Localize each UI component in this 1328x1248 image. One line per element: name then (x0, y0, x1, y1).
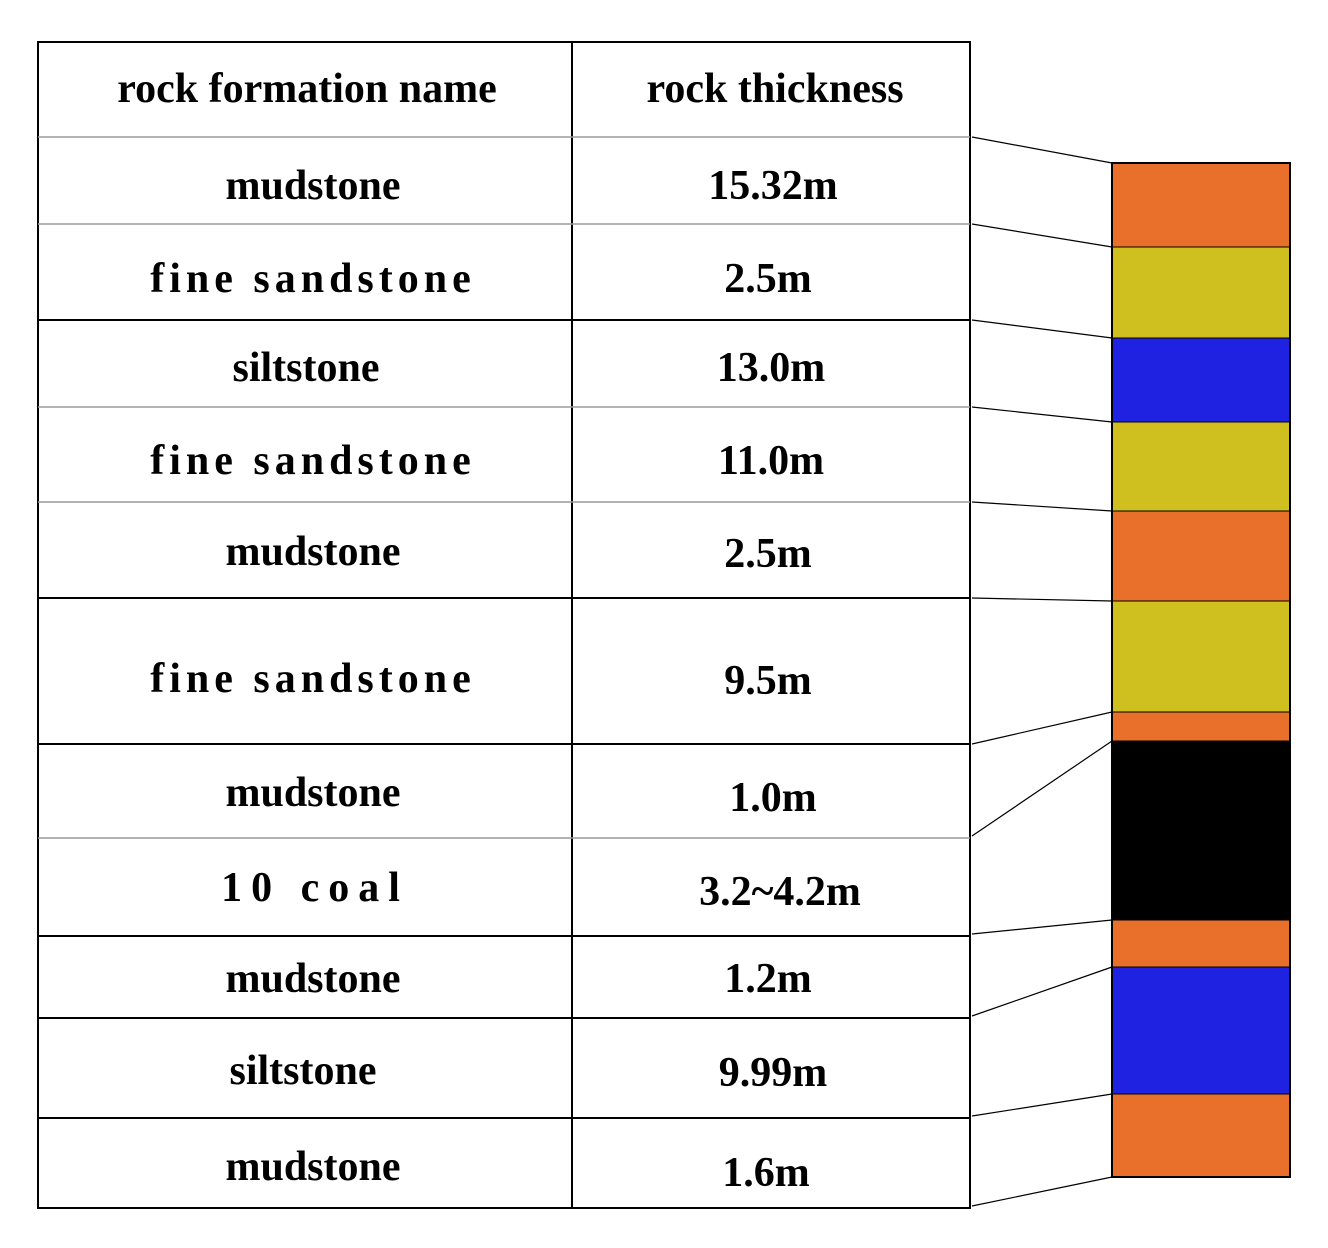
row-8-thickness: 3.2~4.2m (699, 869, 861, 915)
connector-line (971, 406, 1113, 423)
table-header: rock formation name rock thickness (117, 66, 903, 112)
connector-line (971, 919, 1113, 935)
connector-line (971, 597, 1113, 602)
connector-line (971, 223, 1113, 248)
row-3-name: siltstone (233, 345, 380, 391)
column-layer-mudstone (1112, 511, 1290, 601)
column-border (1111, 162, 1291, 1178)
column-layer-fine-sandstone (1112, 422, 1290, 511)
row-5-thickness: 2.5m (724, 531, 812, 577)
column-layer-fine-sandstone (1112, 247, 1290, 338)
table-row: fine sandstone 9.5m (150, 656, 812, 704)
row-9-thickness: 1.2m (724, 956, 812, 1002)
header-rock-formation-name: rock formation name (117, 66, 497, 112)
row-10-name: siltstone (230, 1048, 377, 1094)
column-layer-mudstone (1112, 163, 1290, 247)
stratigraphic-column (1111, 162, 1291, 1178)
row-10-thickness: 9.99m (719, 1050, 828, 1096)
table-row: mudstone 15.32m (225, 163, 837, 209)
column-layer-fine-sandstone (1112, 601, 1290, 712)
column-layer-10-coal (1112, 741, 1290, 920)
connector-line (971, 319, 1113, 339)
connector-line (971, 1176, 1113, 1207)
header-rock-thickness: rock thickness (646, 66, 903, 112)
row-5-name: mudstone (225, 529, 400, 575)
connector-lines (971, 136, 1113, 1207)
table-row: mudstone 2.5m (225, 529, 811, 577)
row-6-name: fine sandstone (150, 656, 476, 702)
table-border (37, 41, 971, 1209)
row-9-name: mudstone (225, 956, 400, 1002)
row-8-name: 10 coal (221, 865, 409, 911)
table-row: siltstone 13.0m (233, 345, 826, 391)
table-row: mudstone 1.2m (225, 956, 811, 1002)
table-row: fine sandstone 2.5m (150, 256, 812, 302)
row-1-thickness: 15.32m (708, 163, 838, 209)
column-layer-siltstone (1112, 967, 1290, 1094)
row-4-name: fine sandstone (150, 438, 476, 484)
column-layer-mudstone (1112, 1094, 1290, 1177)
row-7-name: mudstone (225, 770, 400, 816)
column-layer-mudstone (1112, 712, 1290, 741)
table-row: mudstone 1.0m (225, 770, 816, 821)
table-row: fine sandstone 11.0m (150, 438, 824, 484)
table-row: siltstone 9.99m (230, 1048, 828, 1096)
connector-line (971, 740, 1113, 837)
row-11-thickness: 1.6m (722, 1150, 810, 1196)
row-11-name: mudstone (225, 1144, 400, 1190)
row-4-thickness: 11.0m (718, 438, 824, 484)
row-3-thickness: 13.0m (717, 345, 826, 391)
row-2-name: fine sandstone (150, 256, 476, 302)
row-6-thickness: 9.5m (724, 658, 812, 704)
connector-line (971, 711, 1113, 745)
table-row: mudstone 1.6m (225, 1144, 809, 1196)
row-2-thickness: 2.5m (724, 256, 812, 302)
table-grid (37, 41, 971, 1209)
connector-line (971, 136, 1113, 164)
column-layer-mudstone (1112, 920, 1290, 967)
row-1-name: mudstone (225, 163, 400, 209)
row-7-thickness: 1.0m (729, 775, 817, 821)
rock-table: rock formation name rock thickness mudst… (37, 41, 971, 1209)
table-row: 10 coal 3.2~4.2m (221, 865, 861, 915)
connector-line (971, 1093, 1113, 1117)
connector-line (971, 966, 1113, 1017)
connector-line (971, 501, 1113, 512)
column-layer-siltstone (1112, 338, 1290, 422)
